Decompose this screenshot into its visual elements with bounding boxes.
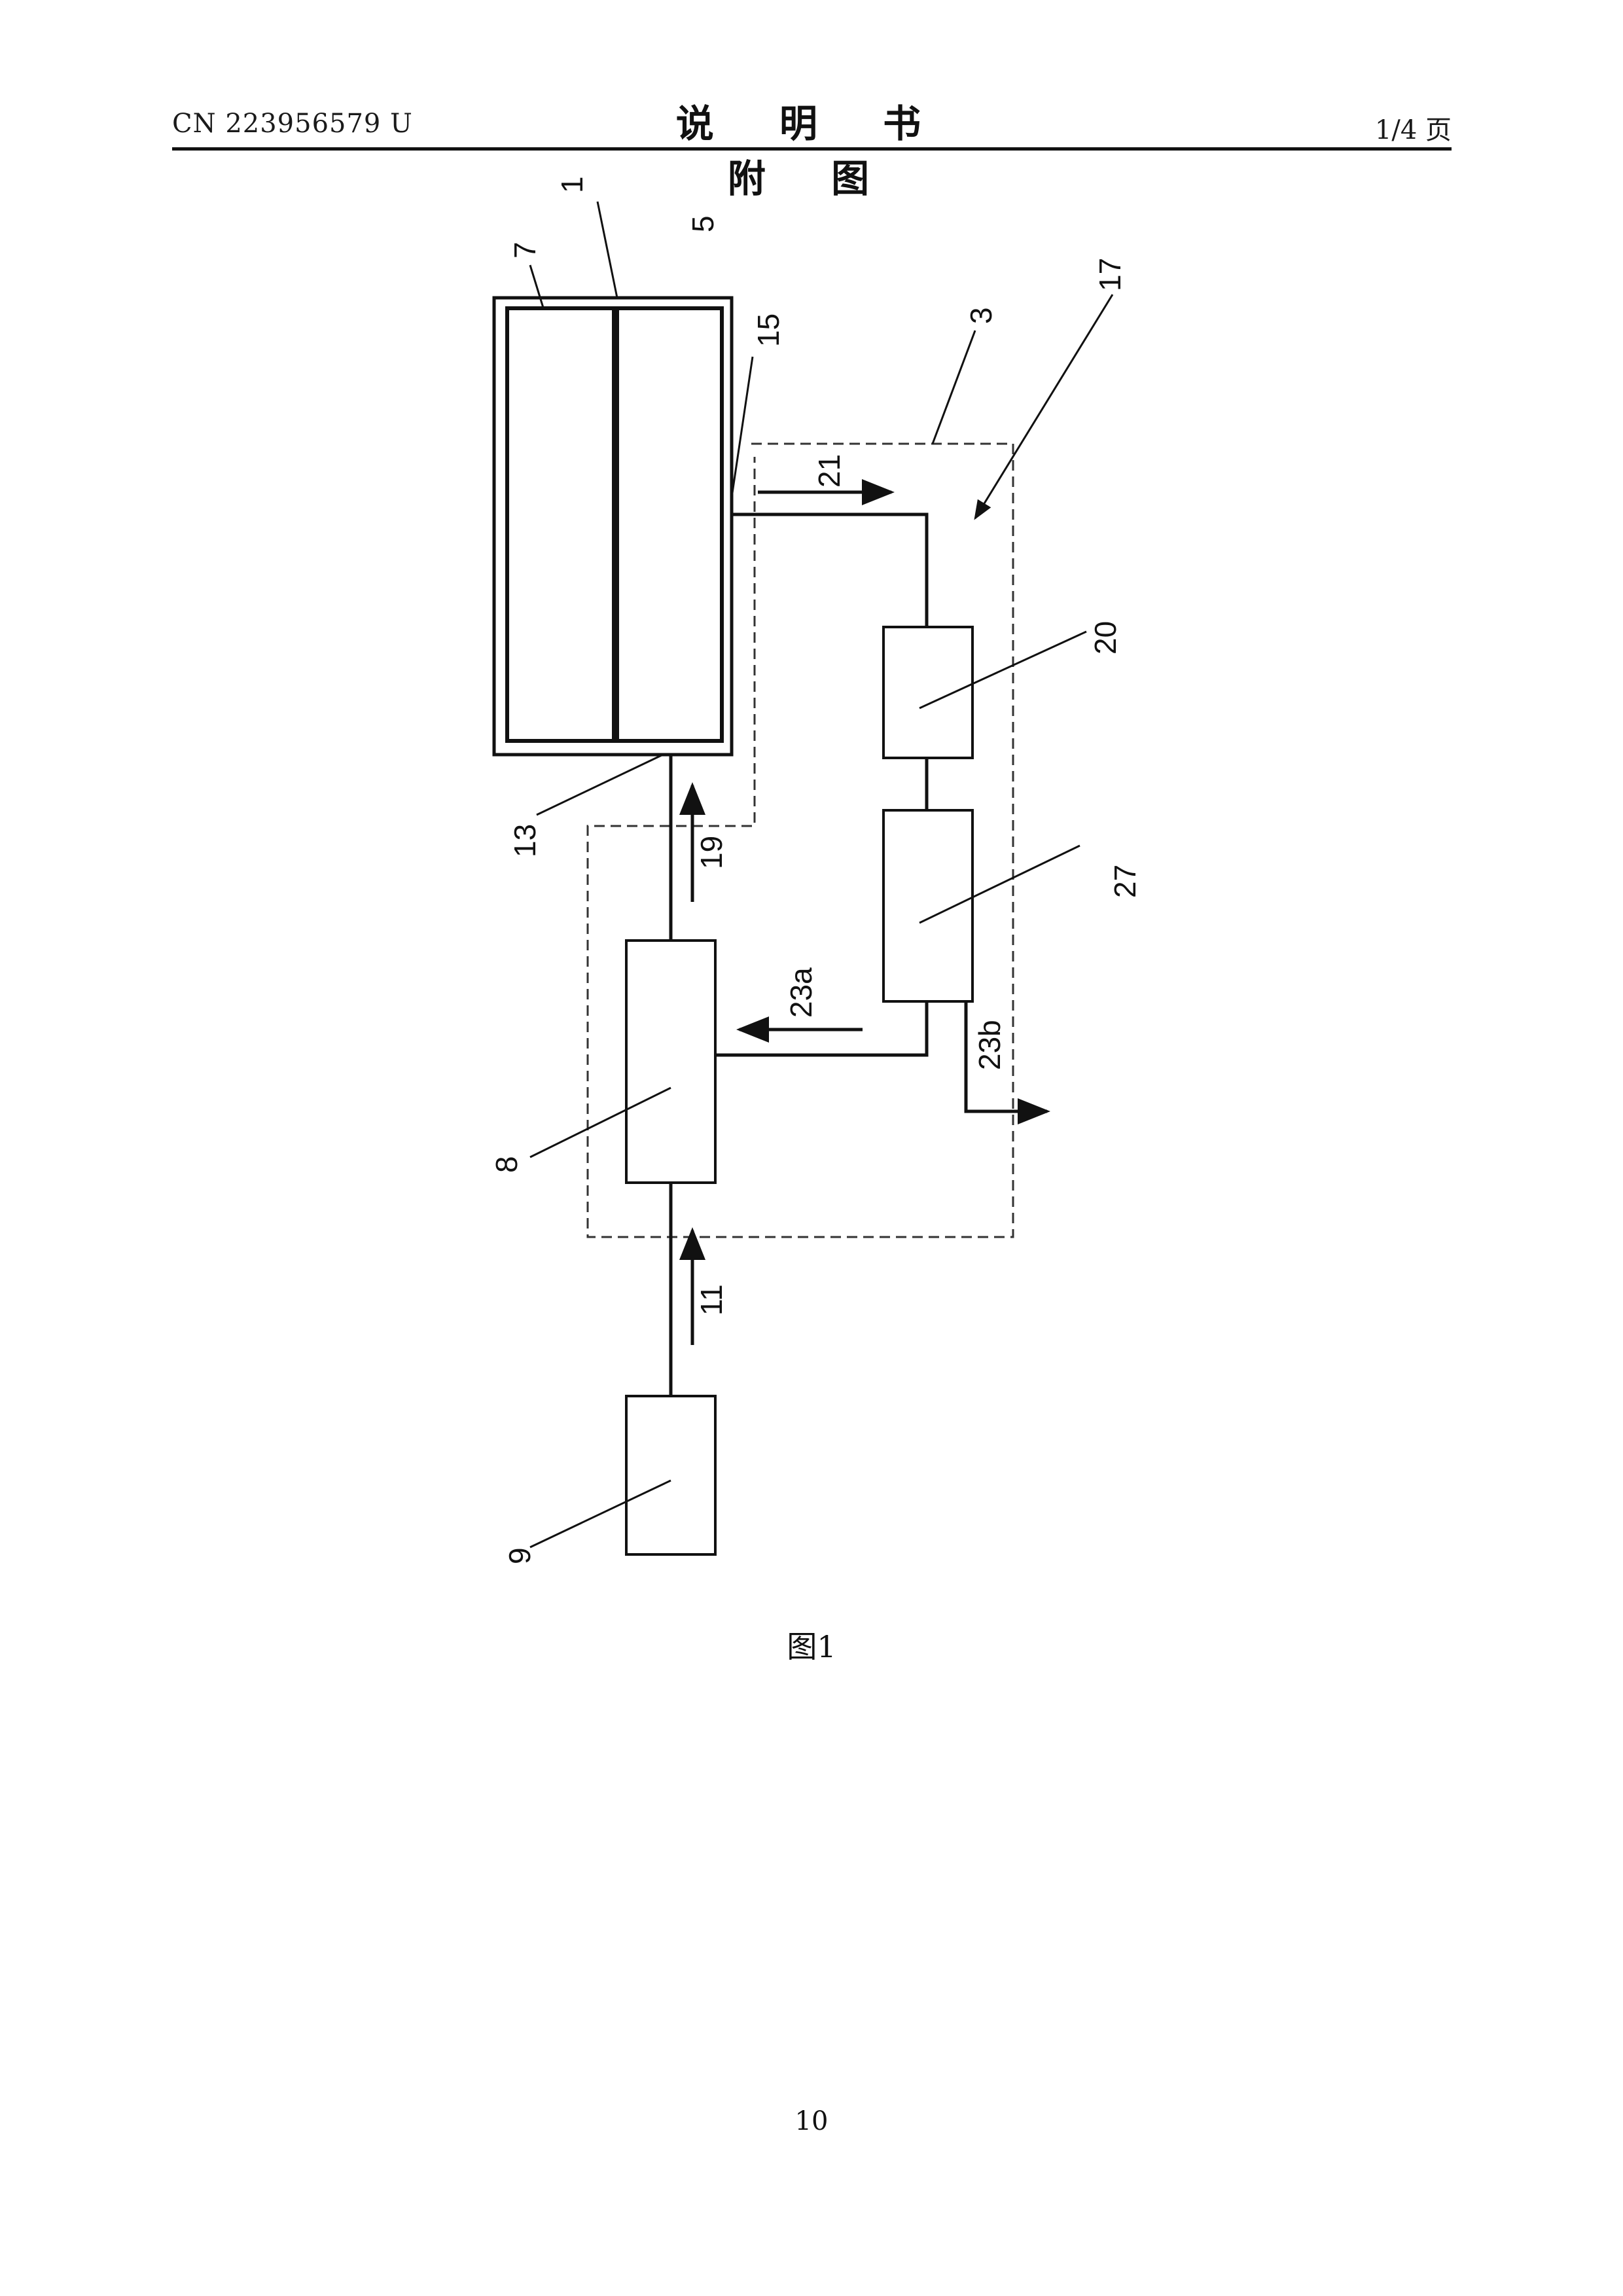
- label-5: 5: [686, 215, 720, 232]
- compartment-5: [617, 308, 722, 741]
- leader-15: [732, 357, 753, 497]
- arrow-17: [975, 295, 1113, 518]
- label-19: 19: [694, 836, 728, 869]
- leader-8: [530, 1088, 671, 1157]
- label-27: 27: [1108, 865, 1142, 898]
- leader-27: [919, 846, 1080, 923]
- label-15: 15: [751, 314, 785, 347]
- label-20: 20: [1088, 621, 1122, 655]
- leader-9: [530, 1480, 671, 1547]
- figure-caption: 图1: [746, 1623, 877, 1666]
- label-7: 7: [508, 242, 542, 259]
- dashed-boundary-3: [588, 444, 1013, 1237]
- component-27: [883, 810, 972, 1001]
- line-outlet-15-to-20: [732, 514, 927, 627]
- label-23a: 23a: [784, 967, 818, 1018]
- label-8: 8: [490, 1156, 524, 1173]
- label-11: 11: [694, 1284, 728, 1316]
- component-8: [626, 941, 715, 1183]
- leader-20: [919, 632, 1086, 708]
- component-9: [626, 1396, 715, 1554]
- label-9: 9: [503, 1547, 537, 1564]
- page-number: 10: [746, 2106, 877, 2136]
- label-17: 17: [1093, 258, 1127, 291]
- leader-7: [530, 265, 543, 308]
- label-23b: 23b: [972, 1020, 1007, 1070]
- label-13: 13: [508, 824, 542, 857]
- component-20: [883, 627, 972, 758]
- compartment-7: [507, 308, 614, 741]
- label-1: 1: [555, 176, 589, 193]
- leader-13: [537, 755, 663, 815]
- label-3: 3: [964, 307, 998, 324]
- label-21: 21: [812, 454, 846, 488]
- leader-3: [933, 331, 975, 444]
- leader-1: [597, 202, 617, 298]
